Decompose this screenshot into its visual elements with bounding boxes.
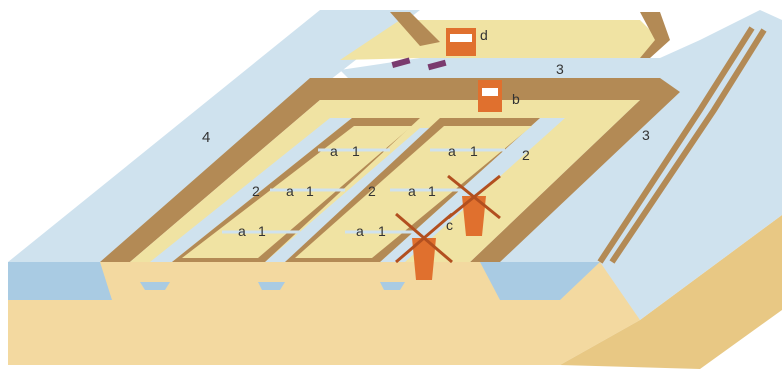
label-4: 4	[202, 130, 210, 145]
label-a-6: a	[356, 224, 364, 238]
label-2-right: 2	[522, 148, 530, 162]
label-c: c	[446, 218, 453, 232]
label-1-4: 1	[428, 184, 436, 198]
label-1-6: 1	[378, 224, 386, 238]
label-1-1: 1	[352, 144, 360, 158]
label-a-4: a	[408, 184, 416, 198]
label-3-right: 3	[642, 128, 650, 142]
label-a-2: a	[448, 144, 456, 158]
label-2-middle: 2	[368, 184, 376, 198]
label-a-5: a	[238, 224, 246, 238]
ring-canal-section	[8, 262, 112, 300]
label-3-top: 3	[556, 62, 564, 76]
label-1-5: 1	[258, 224, 266, 238]
label-1-2: 1	[470, 144, 478, 158]
label-b: b	[512, 92, 520, 106]
drain-section-1	[140, 282, 170, 290]
label-1-3: 1	[306, 184, 314, 198]
label-a-1: a	[330, 144, 338, 158]
label-d: d	[480, 28, 488, 42]
label-2-left: 2	[252, 184, 260, 198]
label-a-3: a	[286, 184, 294, 198]
